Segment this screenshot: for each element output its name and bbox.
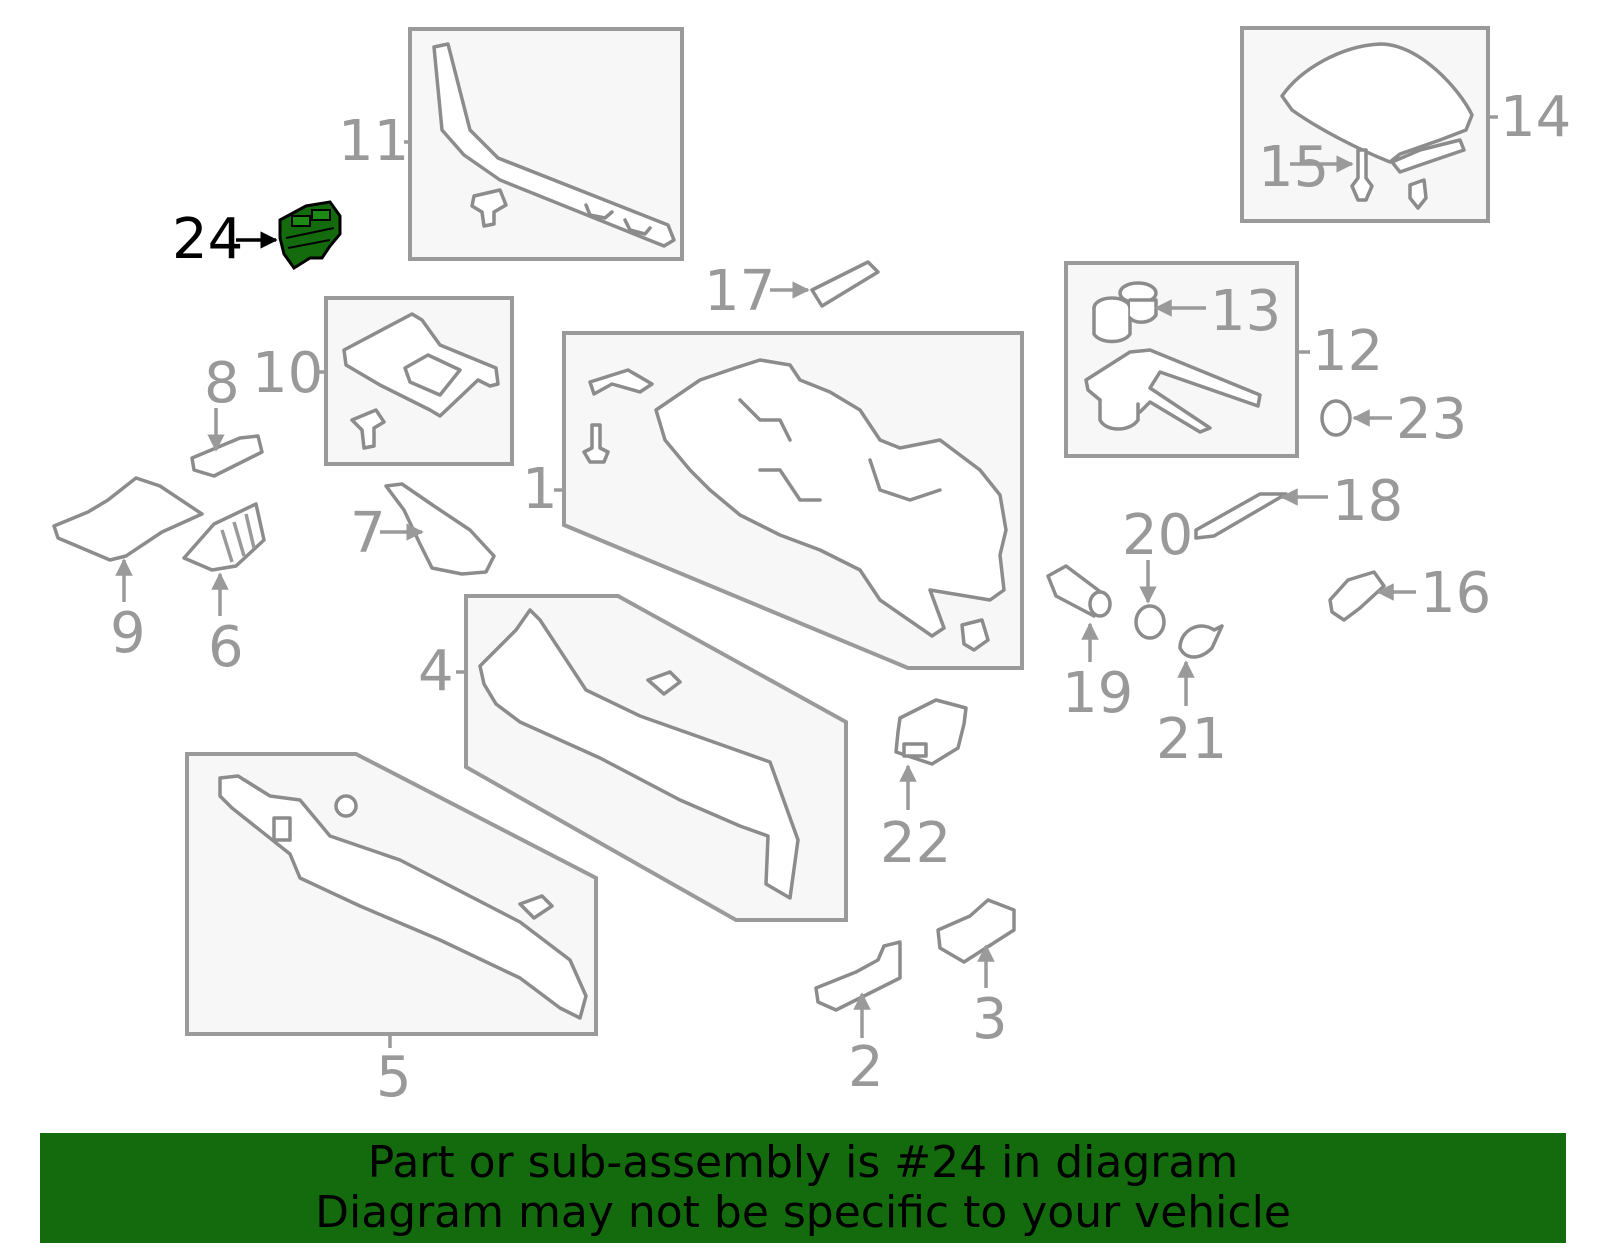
callout-8: 8 xyxy=(204,351,240,416)
callout-12: 12 xyxy=(1312,319,1383,384)
part-1-console-body xyxy=(582,358,1008,652)
part-24-switch-highlighted[interactable] xyxy=(278,200,342,271)
callout-labels: 11 10 14 15 13 12 23 18 16 17 20 19 21 2… xyxy=(110,85,1571,1110)
callout-15: 15 xyxy=(1258,135,1329,200)
callout-2: 2 xyxy=(848,1035,884,1100)
callout-4: 4 xyxy=(418,639,454,704)
parts-diagram: 11 10 14 15 13 12 23 18 16 17 20 19 21 2… xyxy=(52,26,1571,1110)
part-12-cup-holder-frame xyxy=(1084,348,1262,434)
part-23-ring xyxy=(1320,399,1352,437)
callout-3: 3 xyxy=(972,987,1008,1052)
part-19-socket xyxy=(1046,564,1112,618)
banner-line-1: Part or sub-assembly is #24 in diagram xyxy=(367,1137,1239,1188)
callout-16: 16 xyxy=(1420,561,1491,626)
part-9-floor-panel xyxy=(52,476,204,562)
callout-9: 9 xyxy=(110,601,146,666)
part-5-lower-trim xyxy=(218,774,588,1020)
callout-23: 23 xyxy=(1396,387,1467,452)
callout-21: 21 xyxy=(1156,707,1227,772)
part-20-grommet xyxy=(1134,604,1166,640)
callout-5: 5 xyxy=(376,1045,412,1110)
part-22-switch-housing xyxy=(894,698,968,766)
part-7-bracket-arm xyxy=(384,482,496,576)
info-banner: Part or sub-assembly is #24 in diagram D… xyxy=(40,1133,1566,1243)
part-17-bracket xyxy=(810,260,880,308)
callout-11: 11 xyxy=(338,109,409,174)
callout-7: 7 xyxy=(350,501,386,566)
part-4-side-trim xyxy=(478,608,800,900)
part-13-cup-holder-insert xyxy=(1092,281,1158,344)
callout-18: 18 xyxy=(1332,469,1403,534)
part-10-bracket-tray xyxy=(342,312,500,450)
part-3-bracket xyxy=(936,898,1016,964)
part-2-bracket xyxy=(814,940,902,1012)
part-6-vent xyxy=(182,502,266,572)
part-15-clip xyxy=(1350,148,1374,202)
banner-line-2: Diagram may not be specific to your vehi… xyxy=(315,1187,1291,1238)
callout-17: 17 xyxy=(704,259,775,324)
callout-24: 24 xyxy=(172,207,243,272)
callout-10: 10 xyxy=(252,341,323,406)
leader-lines xyxy=(115,115,1498,1048)
callout-14: 14 xyxy=(1500,85,1571,150)
part-18-strip xyxy=(1194,492,1288,540)
callout-20: 20 xyxy=(1122,503,1193,568)
callout-13: 13 xyxy=(1210,279,1281,344)
callout-6: 6 xyxy=(208,615,244,680)
part-14-armrest xyxy=(1280,42,1474,210)
callout-22: 22 xyxy=(880,811,951,876)
callout-1: 1 xyxy=(522,457,558,522)
part-8-insert xyxy=(190,434,264,478)
callout-19: 19 xyxy=(1062,661,1133,726)
part-11-trim-strip xyxy=(432,42,676,248)
part-16-cover xyxy=(1328,570,1386,622)
part-21-knob xyxy=(1178,624,1224,659)
